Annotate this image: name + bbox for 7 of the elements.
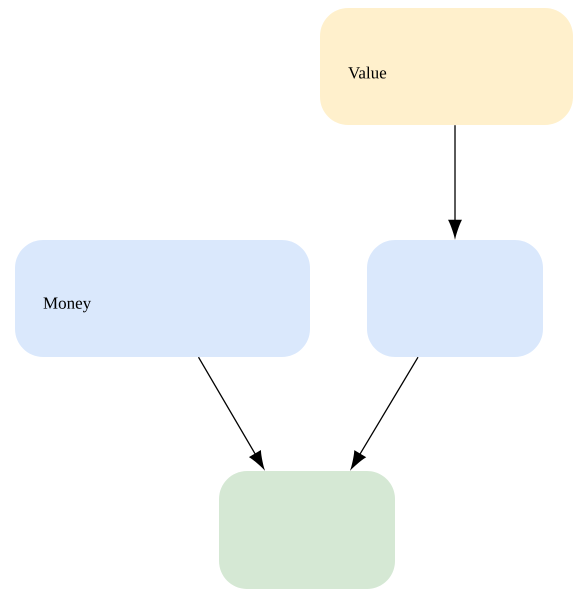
process-box: Value <box>320 8 573 125</box>
process-box: Money <box>15 240 310 357</box>
arrow <box>448 125 462 238</box>
arrow <box>198 356 264 469</box>
empty-box <box>219 471 395 589</box>
empty-box <box>367 240 543 357</box>
arrow <box>350 356 419 469</box>
